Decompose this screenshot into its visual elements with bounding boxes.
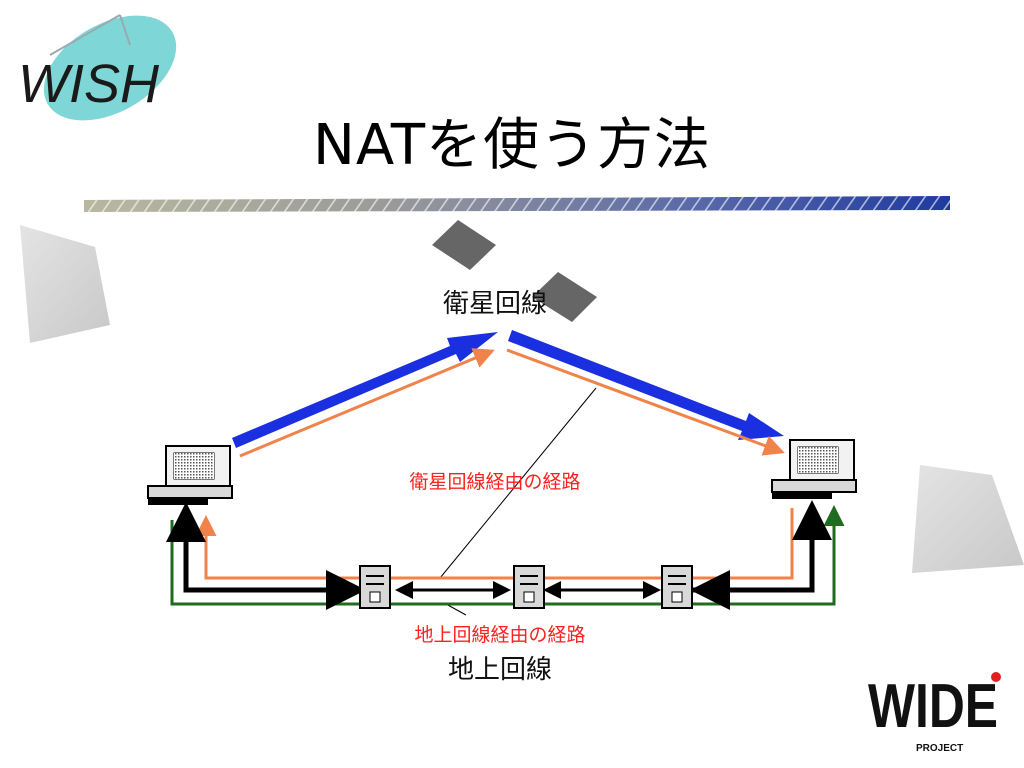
desktop-computer-icon <box>771 439 857 499</box>
router-tower-icon <box>359 565 391 609</box>
wish-logo-text: WISH <box>18 54 160 114</box>
wide-logo: WIDE PROJECT <box>868 655 1008 760</box>
route-leader-line <box>439 387 597 579</box>
satellite-label: 衛星回線 <box>443 289 547 319</box>
wish-logo: WISH <box>10 10 190 130</box>
wide-logo-text: WIDE <box>868 672 998 741</box>
ground-route-label: 地上回線経由の経路 <box>414 624 585 646</box>
ground-label: 地上回線 <box>448 655 552 685</box>
wide-logo-subtext: PROJECT <box>916 743 963 754</box>
desktop-computer-icon <box>147 445 233 505</box>
satellite-panel-icon <box>432 220 597 322</box>
ground-path-green <box>170 505 845 606</box>
slide-title: NATを使う方法 <box>312 113 712 178</box>
satellite-link-arrows <box>232 330 784 448</box>
title-rule <box>84 196 950 212</box>
satellite-route-label: 衛星回線経由の経路 <box>409 471 580 493</box>
ground-leader-line <box>445 603 467 616</box>
router-tower-icon <box>661 565 693 609</box>
ground-route-orange <box>195 508 794 580</box>
satellite-route-line <box>239 348 785 458</box>
router-tower-icon <box>513 565 545 609</box>
ground-path-black-left <box>183 518 366 610</box>
decorative-panel-right <box>912 465 1024 573</box>
decorative-panel-left <box>20 225 110 343</box>
